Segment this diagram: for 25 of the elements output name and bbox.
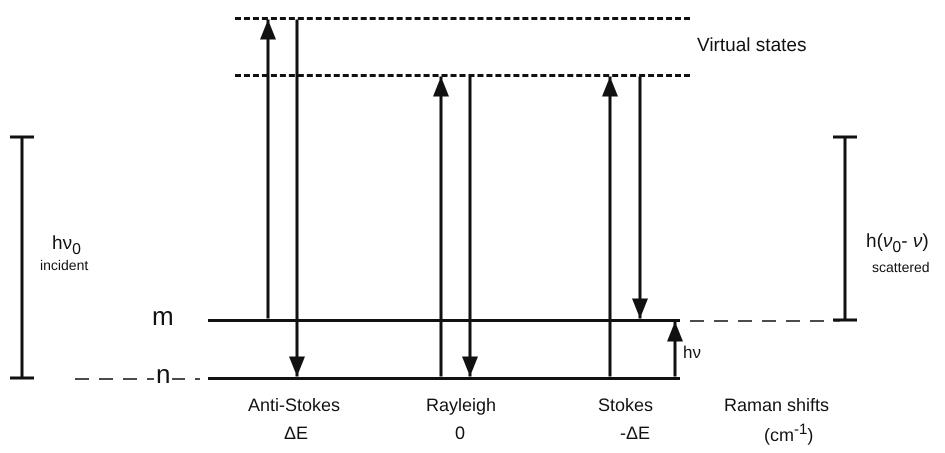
text-label: h(ν$_{0}$- ν) <box>866 232 929 256</box>
arrow <box>433 76 449 376</box>
text-label: hν <box>683 344 701 363</box>
energy-level-line <box>208 376 680 380</box>
text-label: (cm$^{-1}$) <box>764 422 814 446</box>
text-label: Rayleigh <box>426 396 496 416</box>
text-label: Anti-Stokes <box>248 396 340 416</box>
arrow <box>602 76 618 376</box>
text-label: -ΔE <box>620 424 650 444</box>
arrow <box>667 322 683 376</box>
arrow <box>462 76 478 376</box>
text-label: hν$_{0}$ <box>52 234 81 258</box>
text-label: Raman shifts <box>724 396 830 416</box>
text-label: ΔE <box>284 424 308 444</box>
arrow <box>632 76 648 318</box>
text-label: scattered <box>872 260 930 276</box>
arrow <box>260 20 276 318</box>
virtual-state-line <box>235 16 690 20</box>
energy-level-line <box>208 318 680 322</box>
arrow <box>289 20 305 376</box>
text-label: Stokes <box>598 396 654 416</box>
text-label: 0 <box>455 424 466 444</box>
text-label: Virtual states <box>697 36 806 57</box>
virtual-state-line <box>235 74 690 76</box>
text-label: incident <box>40 258 88 274</box>
